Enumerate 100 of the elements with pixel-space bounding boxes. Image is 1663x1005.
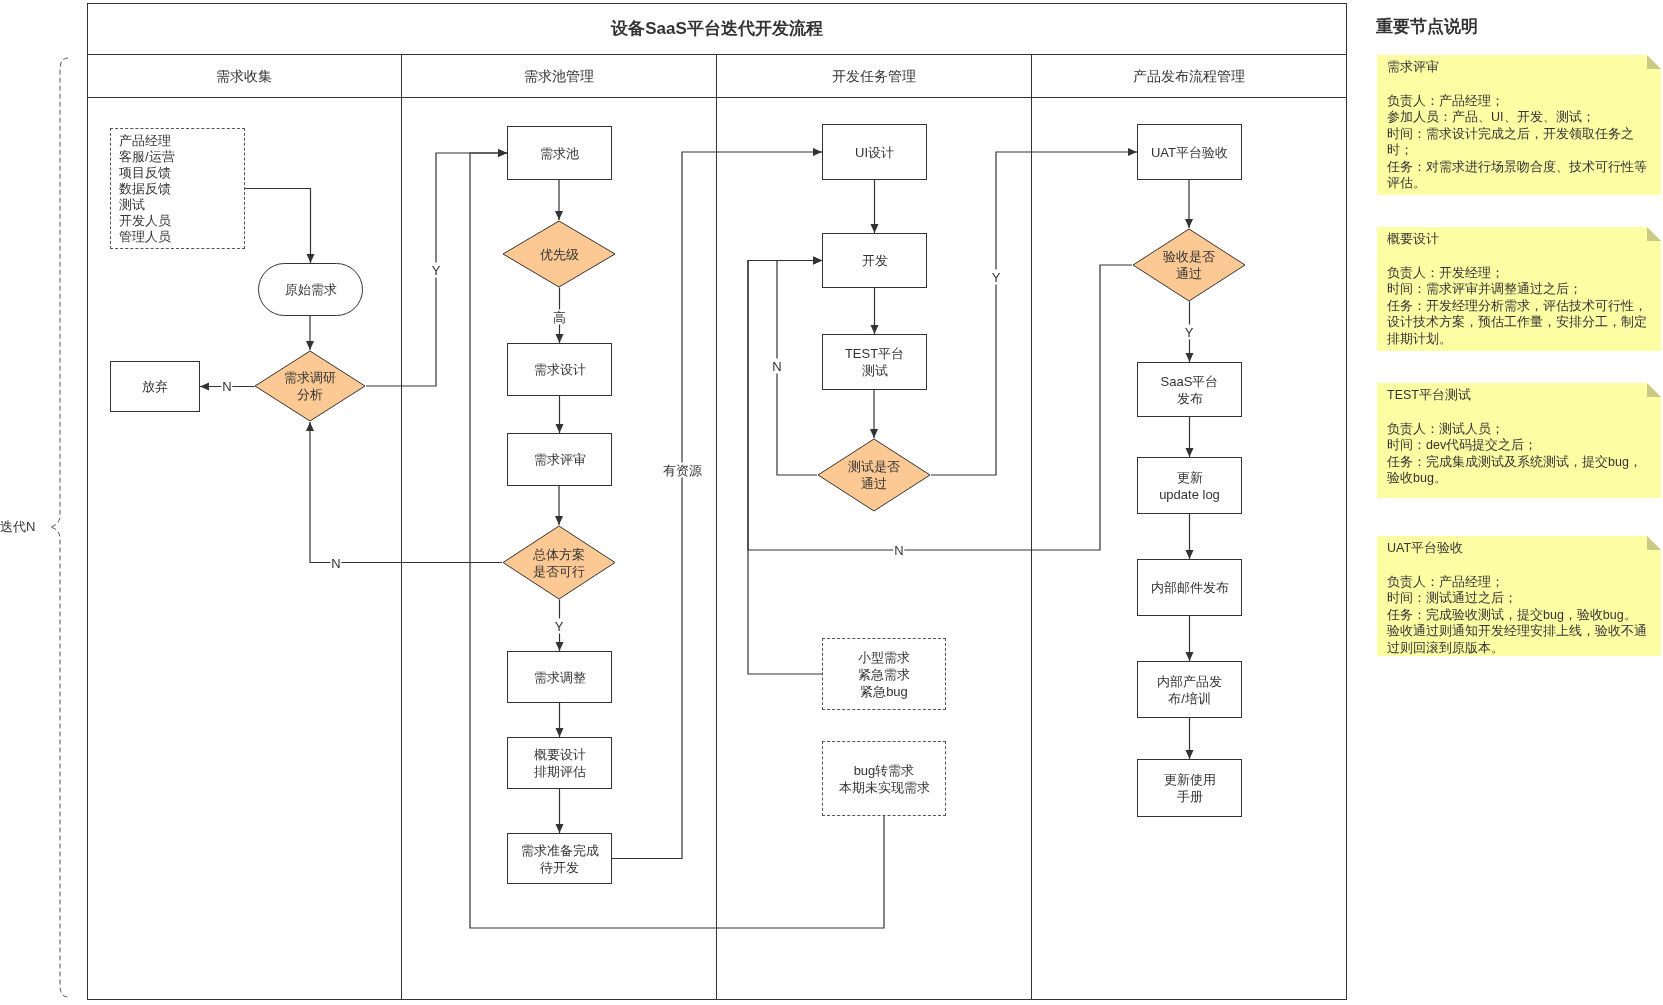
- lane-header: 产品发布流程管理: [1132, 66, 1246, 86]
- node-label: 管理人员: [119, 228, 171, 245]
- node-label: 项目反馈: [119, 164, 171, 181]
- node-label: 测试是否通过: [847, 458, 901, 492]
- node-label: 原始需求: [284, 281, 337, 298]
- arrow: [870, 287, 879, 335]
- edge-label: N: [771, 358, 783, 374]
- node-label: 优先级: [539, 245, 579, 263]
- arrow: [1185, 513, 1194, 560]
- decision-diamond: [502, 220, 616, 288]
- node-label: UAT平台验收: [1150, 143, 1228, 161]
- arrow: [199, 382, 255, 391]
- node-label: 总体方案是否可行: [532, 545, 586, 580]
- source-box: [110, 128, 245, 249]
- process-box: [507, 833, 612, 884]
- node-label: UI设计: [855, 143, 894, 161]
- node-label: 客服/运营: [119, 148, 175, 165]
- arrow: [469, 149, 885, 929]
- note-text: 时间：dev代码提交之后；: [1387, 437, 1539, 454]
- source-box: [822, 741, 946, 816]
- node-label: 需求评审: [533, 451, 586, 468]
- sticky-note: [1377, 55, 1661, 195]
- process-box: [822, 334, 927, 390]
- node-label: 更新 update log: [1158, 468, 1221, 503]
- edge-label: Y: [553, 618, 565, 634]
- node-label: SaaS平台发布: [1159, 372, 1220, 407]
- arrow: [611, 148, 823, 860]
- node-label: 概要设计排期评估: [532, 746, 587, 780]
- note-text: 负责人：产品经理；: [1387, 573, 1505, 590]
- node-label: 内部邮件发布: [1150, 579, 1229, 596]
- process-box: [507, 343, 612, 396]
- process-box: [507, 737, 612, 789]
- sticky-note: [1377, 227, 1661, 351]
- arrow: [306, 421, 503, 564]
- arrow: [870, 389, 878, 439]
- arrow: [1185, 179, 1193, 229]
- arrow: [870, 179, 879, 234]
- note-heading: 需求评审: [1387, 59, 1440, 76]
- node-label: 数据反馈: [119, 180, 171, 197]
- node-label: 需求池: [540, 144, 579, 162]
- lane-header: 需求池管理: [523, 66, 595, 86]
- note-heading: TEST平台测试: [1387, 387, 1472, 404]
- note-text: 时间：测试通过之后；: [1387, 590, 1518, 607]
- edge-label: 高: [551, 309, 567, 325]
- arrow: [1185, 416, 1194, 458]
- terminal-box: [258, 263, 363, 316]
- process-box: [1137, 661, 1242, 718]
- node-label: 紧急bug: [860, 682, 908, 700]
- note-heading: 概要设计: [1387, 231, 1440, 248]
- arrow: [747, 256, 823, 675]
- arrow: [1185, 615, 1194, 662]
- node-label: 产品经理: [119, 132, 171, 149]
- edge-label: Y: [990, 269, 1002, 285]
- decision-diamond: [1132, 228, 1246, 302]
- note-text: 时间：需求设计完成之后，开发领取任务之时；: [1387, 125, 1635, 159]
- note-text: 负责人：产品经理；: [1387, 92, 1505, 109]
- arrow: [930, 148, 1138, 476]
- node-label: bug转需求: [853, 761, 915, 779]
- arrow: [1185, 717, 1194, 760]
- note-heading: UAT平台验收: [1387, 540, 1465, 557]
- arrow: [555, 788, 564, 834]
- arrow: [244, 187, 315, 264]
- node-label: 需求设计: [533, 361, 586, 378]
- note-text: 任务：完成集成测试及系统测试，提交bug，验收bug。: [1387, 453, 1643, 487]
- arrow: [555, 485, 563, 526]
- node-label: 小型需求: [858, 648, 910, 666]
- node-label: 内部产品发布/培训: [1156, 672, 1223, 707]
- node-label: 更新使用手册: [1162, 771, 1217, 805]
- process-box: [507, 433, 612, 486]
- process-box: [1137, 362, 1242, 417]
- node-label: 放弃: [142, 378, 168, 395]
- decision-diamond: [502, 525, 616, 600]
- note-text: 任务：对需求进行场景吻合度、技术可行性等评估。: [1387, 158, 1648, 192]
- edge-label: 有资源: [661, 462, 703, 478]
- node-label: 本期未实现需求: [838, 778, 930, 796]
- arrow: [555, 179, 563, 221]
- process-box: [1137, 759, 1242, 817]
- arrow: [555, 395, 564, 434]
- process-box: [110, 361, 200, 412]
- node-label: 开发: [861, 252, 888, 269]
- note-text: 负责人：开发经理；: [1387, 264, 1505, 281]
- note-text: 参加人员：产品、UI、开发、测试；: [1387, 109, 1596, 126]
- process-box: [507, 651, 612, 703]
- node-label: 测试: [119, 196, 145, 213]
- process-box: [822, 233, 927, 288]
- edge-label: Y: [1183, 324, 1195, 340]
- sticky-note: [1377, 536, 1661, 656]
- process-box: [822, 124, 927, 180]
- edge-label: Y: [430, 262, 442, 278]
- note-text: 时间：需求评审并调整通过之后；: [1387, 281, 1583, 298]
- arrow: [555, 287, 564, 344]
- source-box: [822, 638, 946, 710]
- decision-diamond: [817, 438, 931, 512]
- arrow: [555, 702, 564, 738]
- arrow: [306, 315, 314, 351]
- node-label: 开发人员: [119, 212, 171, 229]
- node-label: 需求准备完成待开发: [519, 841, 600, 876]
- node-label: 需求调整: [533, 668, 586, 686]
- lane-header: 需求收集: [215, 66, 273, 86]
- note-text: 负责人：测试人员；: [1387, 420, 1505, 437]
